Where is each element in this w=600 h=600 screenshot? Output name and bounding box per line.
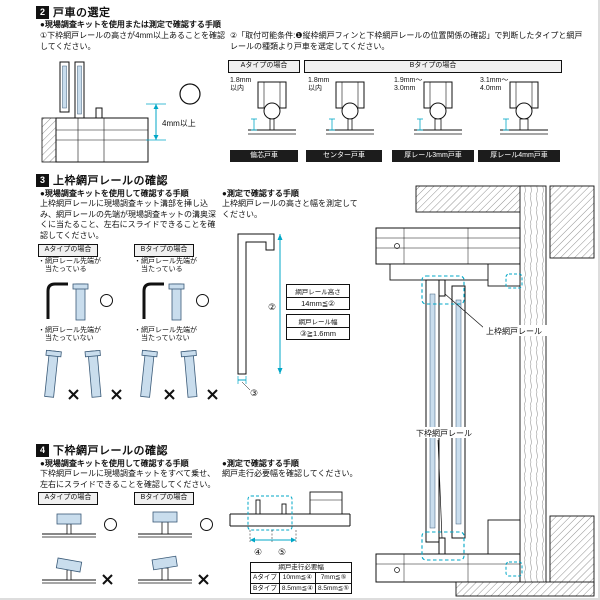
roller-section-diagram <box>414 81 462 135</box>
sec4-kit-desc: 下枠網戸レールに現場調査キットをすべて乗せ、左右にスライドできることを確認してく… <box>40 469 216 489</box>
ng-cross-icon <box>102 574 113 585</box>
dim-4-symbol: ④ <box>254 547 262 557</box>
roller-label-0: 偏芯戸車 <box>230 150 298 162</box>
kit-insert-diagram <box>46 282 89 321</box>
ok-circle-icon <box>196 293 209 307</box>
sec4-measure-desc: 網戸走行必要幅を確認してください。 <box>222 469 358 478</box>
table-cell-v2: 7mm≦⑤ <box>314 572 353 584</box>
sec2-step-1: ①下枠網戸レールの高さが4mm以上あることを確認してください。 <box>40 31 225 51</box>
dim-2-symbol: ② <box>268 302 276 312</box>
section-4-number-badge: 4 <box>36 443 49 457</box>
roller-section-diagram <box>326 81 374 135</box>
sec2-typeB-header: Bタイプの場合 <box>304 60 562 73</box>
roller-dim-2: 1.9mm〜 3.0mm <box>394 77 423 93</box>
sec4-b-ok-diagram <box>136 508 213 540</box>
sec4-typeB-header: Bタイプの場合 <box>134 492 194 505</box>
roller-section-diagram <box>248 81 296 135</box>
detail-circle-mark <box>179 83 201 105</box>
sec4-bottom-rail-diagram: ④ ⑤ <box>229 491 351 557</box>
section-3-header: 3 上枠網戸レールの確認 <box>36 172 168 188</box>
sec4-measure-bullet: ●測定で確認する手順 <box>222 459 299 468</box>
ng-cross-icon <box>68 389 79 400</box>
sec2-frame-section-diagram: 4mm以上 <box>41 61 201 163</box>
table-cell-v1: 10mm≦④ <box>278 572 316 584</box>
dim-5-symbol: ⑤ <box>278 547 286 557</box>
sec3-a-ok-bullet: ・網戸レール先端が 当たっている <box>38 258 101 274</box>
kit-tilted-diagram <box>138 555 192 584</box>
rail-width-label: 網戸レール幅 <box>298 319 338 326</box>
kit-on-rail-diagram <box>42 513 96 538</box>
section-3-number-badge: 3 <box>36 173 49 187</box>
sec4-a-ng-diagram <box>40 548 114 586</box>
roller-dim-3: 3.1mm〜 4.0mm <box>480 77 509 93</box>
section-4-header: 4 下枠網戸レールの確認 <box>36 442 168 458</box>
sec3-typeA-header: Aタイプの場合 <box>38 244 98 257</box>
rail-width-callout: 網戸レール幅 ③≧1.6mm <box>286 314 350 340</box>
rail-height-label: 網戸レール高さ <box>295 289 341 296</box>
lower-rail-label: 下枠網戸レール <box>416 428 472 438</box>
section-2-header: 2 戸車の選定 <box>36 4 111 20</box>
rail-width-value: ③≧1.6mm <box>287 327 349 339</box>
sec3-kit-bullet: ●現場調査キットを使用して確認する手順 <box>40 189 189 198</box>
sec4-b-ng-diagram <box>136 548 210 586</box>
section-4-title: 下枠網戸レールの確認 <box>53 445 168 457</box>
roller-label-1: センター戸車 <box>306 150 382 162</box>
upper-rail-label: 上枠網戸レール <box>486 326 542 336</box>
kit-profile-diagram <box>44 349 62 398</box>
ng-cross-icon <box>198 574 209 585</box>
ok-circle-icon <box>200 517 213 531</box>
table-row: Bタイプ 8.5mm≦④ 8.5mm≦⑤ <box>250 582 353 595</box>
travel-width-table: 網戸走行必要幅 Aタイプ 10mm≦④ 7mm≦⑤ Bタイプ 8.5mm≦④ 8… <box>249 561 353 595</box>
roller-label-2: 厚レール3mm戸車 <box>392 150 474 162</box>
sec3-b-ok-diagram <box>136 277 209 323</box>
table-title: 網戸走行必要幅 <box>249 561 353 574</box>
sec3-typeB-header: Bタイプの場合 <box>134 244 194 257</box>
sec3-measure-tool-diagram: ② ③ <box>237 233 283 398</box>
roller-dim-0: 1.8mm 以内 <box>230 77 252 93</box>
section-2-title: 戸車の選定 <box>53 7 111 19</box>
sec4-a-ok-diagram <box>40 508 117 540</box>
sec3-a-ng-diagram <box>40 347 123 401</box>
section-2-number-badge: 2 <box>36 5 49 19</box>
sec2-kit-bullet: ●現場調査キットを使用または測定で確認する手順 <box>40 20 221 29</box>
dim-3-symbol: ③ <box>250 388 258 398</box>
table-cell-v2: 8.5mm≦⑤ <box>314 582 353 595</box>
roller-dim-1: 1.8mm 以内 <box>308 77 330 93</box>
kit-on-rail-diagram <box>138 511 192 538</box>
table-row: Aタイプ 10mm≦④ 7mm≦⑤ <box>250 572 353 584</box>
kit-profile-diagram <box>140 349 158 398</box>
table-cell-type: Bタイプ <box>250 582 280 595</box>
kit-profile-diagram <box>180 350 198 398</box>
table-cell-v1: 8.5mm≦④ <box>278 582 316 595</box>
ng-cross-icon <box>207 389 218 400</box>
sec3-kit-desc: 上枠網戸レールに現場調査キット溝部を挿し込み、網戸レールの先端が現場調査キットの… <box>40 199 216 240</box>
wall-cross-section-diagram: 上枠網戸レール 下枠網戸レール <box>375 185 595 597</box>
sec4-typeA-header: Aタイプの場合 <box>38 492 98 505</box>
sec3-a-ok-diagram <box>40 277 113 323</box>
sec2-typeA-header: Aタイプの場合 <box>228 60 300 73</box>
sec3-measure-bullet: ●測定で確認する手順 <box>222 189 299 198</box>
sec3-b-ok-bullet: ・網戸レール先端が 当たっている <box>134 258 197 274</box>
rail-height-value: 14mm≦② <box>287 297 349 309</box>
section-3-title: 上枠網戸レールの確認 <box>53 175 168 187</box>
roller-label-3: 厚レール4mm戸車 <box>478 150 560 162</box>
sec2-step-2: ②「取付可能条件:❶縦枠網戸フィンと下枠網戸レールの位置関係の確認」で判断したタ… <box>230 31 583 51</box>
sec4-kit-bullet: ●現場調査キットを使用して確認する手順 <box>40 459 189 468</box>
kit-tilted-diagram <box>42 557 96 584</box>
sec3-a-ng-bullet: ・網戸レール先端が 当たっていない <box>38 327 101 343</box>
sec3-b-ng-diagram <box>136 347 219 401</box>
kit-insert-diagram <box>142 282 185 321</box>
sec3-measure-desc: 上枠網戸レールの高さと幅を測定してください。 <box>222 199 358 219</box>
ok-circle-icon <box>104 517 117 531</box>
ng-cross-icon <box>111 389 122 400</box>
table-cell-type: Aタイプ <box>250 572 280 584</box>
roller-section-diagram <box>500 81 548 135</box>
dim-4mm-label: 4mm以上 <box>162 119 196 128</box>
ok-circle-icon <box>100 293 113 307</box>
rail-height-callout: 網戸レール高さ 14mm≦② <box>286 284 350 310</box>
kit-profile-diagram <box>84 350 102 398</box>
table-title-row: 網戸走行必要幅 <box>249 561 353 574</box>
sec3-b-ng-bullet: ・網戸レール先端が 当たっていない <box>134 327 197 343</box>
ng-cross-icon <box>164 389 175 400</box>
